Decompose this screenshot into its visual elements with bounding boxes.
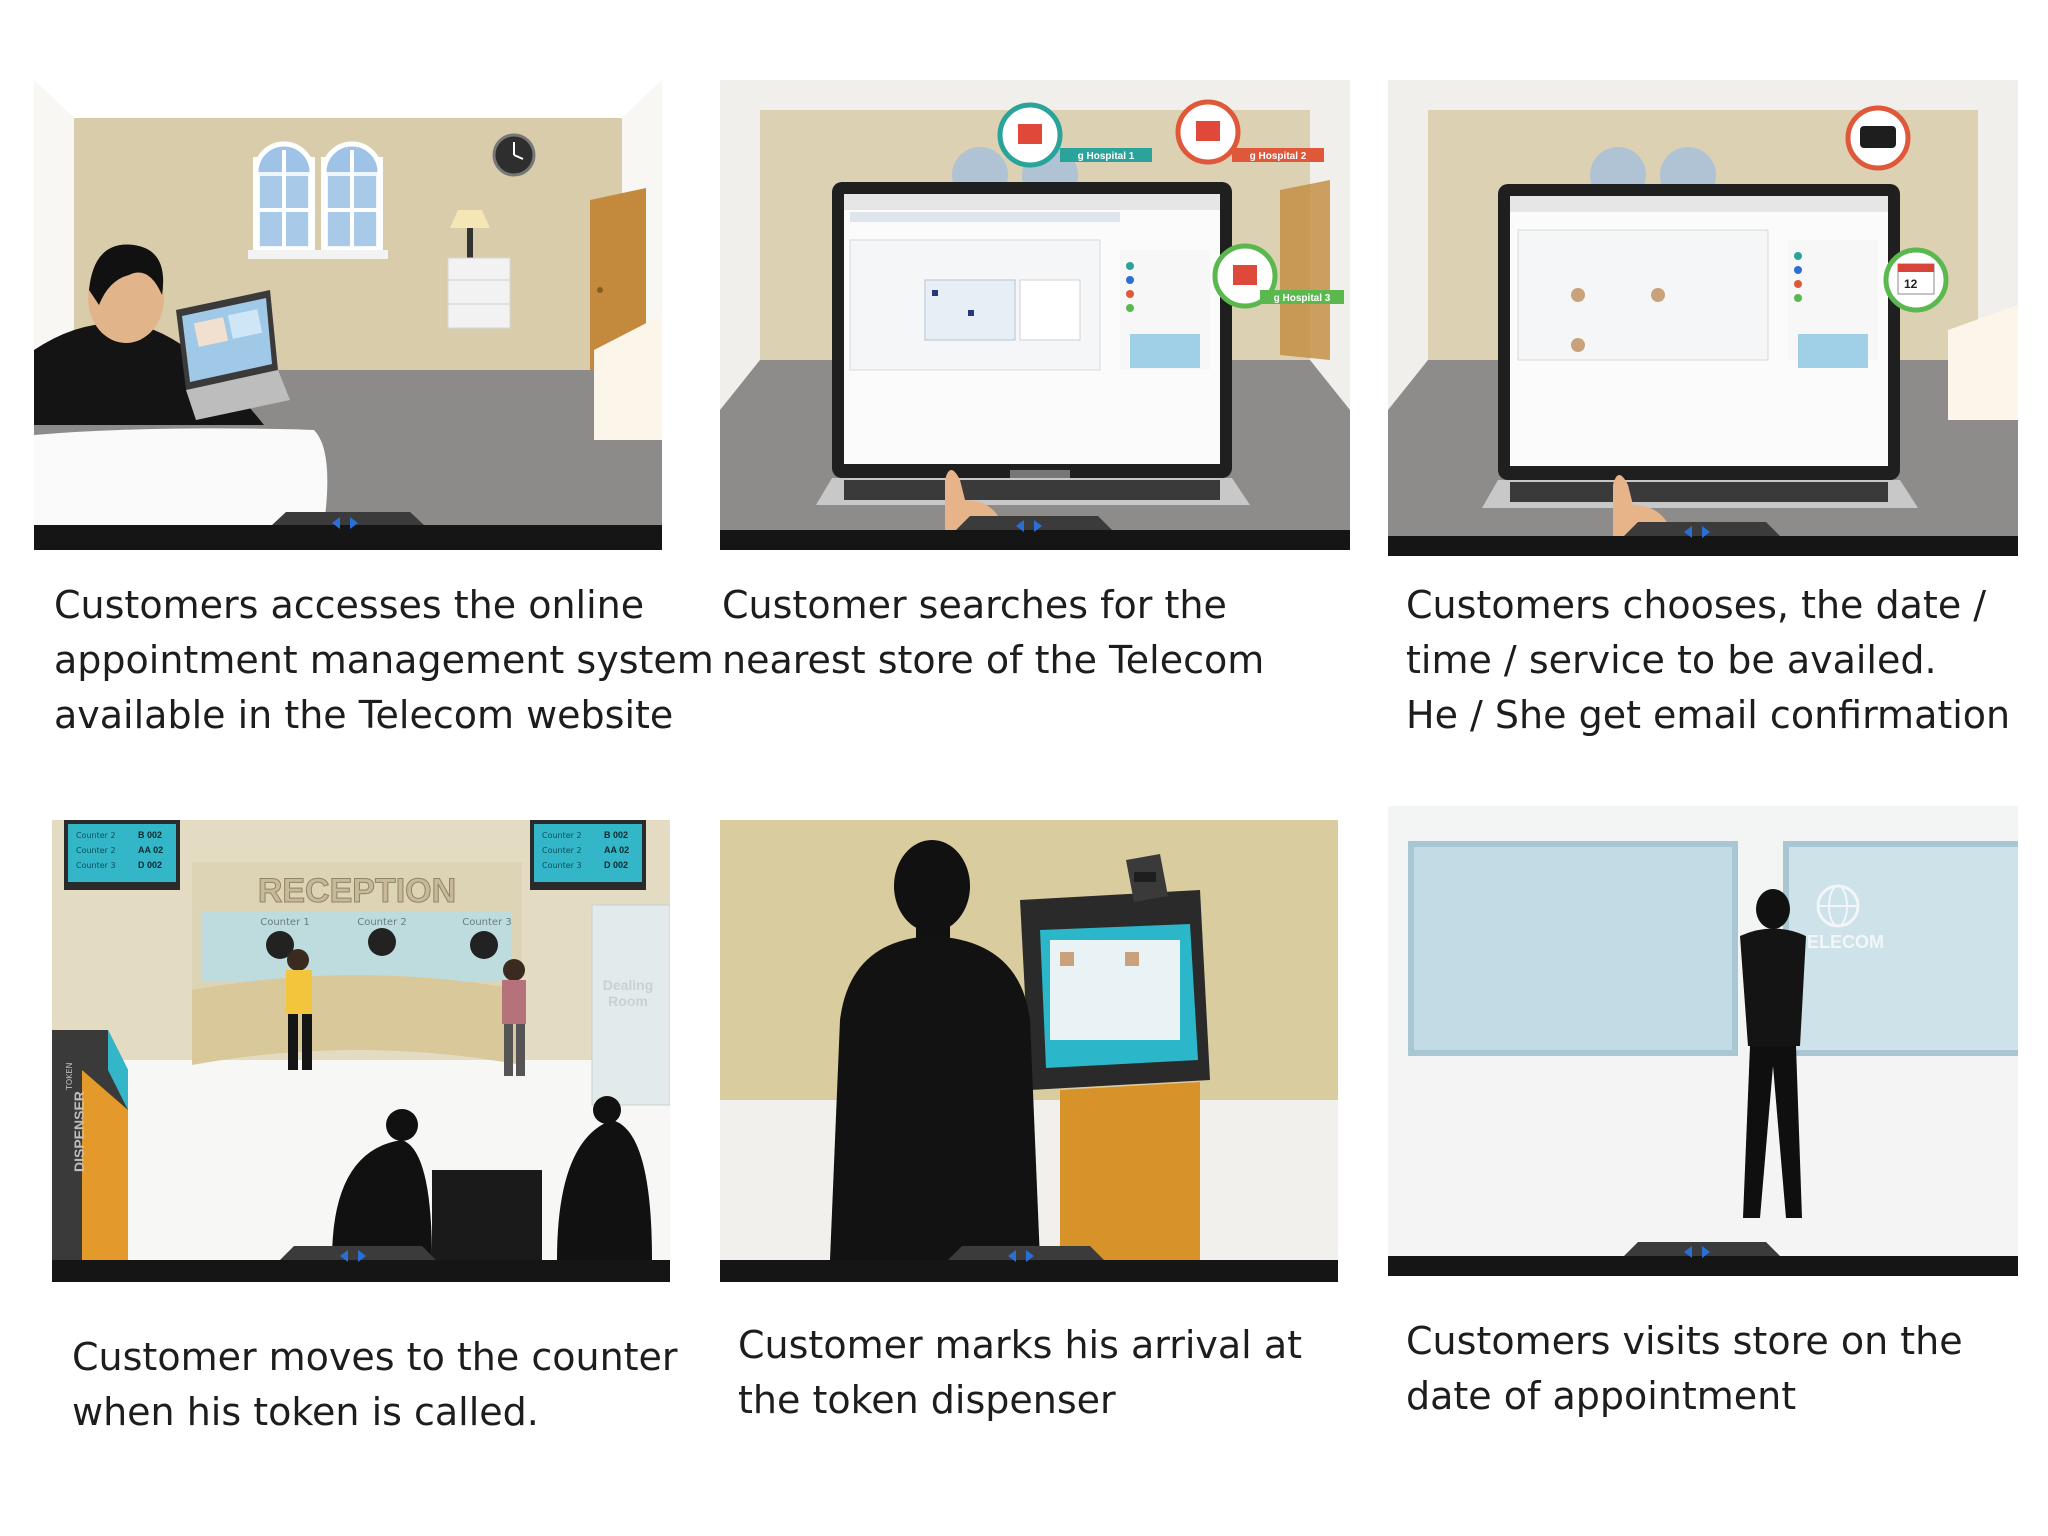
storyboard-panel-1 (34, 80, 662, 550)
storyboard-panel-3: 12 (1388, 80, 2018, 556)
chevron-left-icon[interactable] (1008, 1250, 1016, 1262)
panel-5-illustration (720, 820, 1338, 1282)
clock-icon (492, 133, 536, 177)
svg-text:Counter 3: Counter 3 (76, 861, 116, 870)
reception-sign: RECEPTION (258, 872, 456, 910)
svg-text:Room: Room (608, 993, 648, 1009)
caption-panel-1: Customers accesses the online appointmen… (54, 583, 714, 737)
globe-icon (1816, 884, 1860, 928)
counter-label: Counter 2 (357, 917, 407, 928)
panel-4-illustration: RECEPTION Counter 1 Counter 2 Counter 3 … (52, 820, 670, 1282)
svg-text:B 002: B 002 (138, 830, 162, 840)
customer-silhouette (1740, 889, 1806, 1218)
chevron-right-icon[interactable] (350, 517, 358, 529)
chevron-left-icon[interactable] (1016, 520, 1024, 532)
laptop-icon (816, 182, 1250, 505)
customer-at-counter (286, 949, 312, 1070)
chevron-left-icon[interactable] (1684, 526, 1692, 538)
svg-text:AA 02: AA 02 (604, 845, 629, 855)
caption-panel-2: Customer searches for the nearest store … (722, 583, 1265, 682)
printer-icon (1126, 854, 1168, 902)
chevron-right-icon[interactable] (1034, 520, 1042, 532)
caption-panel-6: Customers visits store on the date of ap… (1406, 1319, 1963, 1418)
svg-text:AA 02: AA 02 (138, 845, 163, 855)
svg-text:Counter 2: Counter 2 (76, 831, 116, 840)
calendar-icon: 12 (1883, 247, 1949, 313)
chevron-right-icon[interactable] (1702, 526, 1710, 538)
svg-text:12: 12 (1904, 277, 1918, 291)
wallet-icon (1845, 105, 1911, 171)
svg-text:g Hospital 2: g Hospital 2 (1250, 151, 1307, 162)
chevron-left-icon[interactable] (340, 1250, 348, 1262)
arched-window (248, 141, 388, 259)
svg-text:Counter 2: Counter 2 (542, 831, 582, 840)
svg-text:D 002: D 002 (604, 860, 628, 870)
svg-text:DISPENSER: DISPENSER (71, 1091, 87, 1172)
token-display-board: Counter 2 B 002 Counter 2 AA 02 Counter … (530, 820, 646, 890)
laptop-icon (176, 290, 290, 420)
telecom-store-sign: TELECOM (1796, 932, 1884, 952)
chevron-left-icon[interactable] (332, 517, 340, 529)
token-dispenser[interactable]: DISPENSER TOKEN (52, 1030, 128, 1260)
panel-2-illustration: g Hospital 1 g Hospital 2 g Hospital 3 (720, 80, 1350, 550)
chevron-left-icon[interactable] (1684, 1246, 1692, 1258)
svg-text:D 002: D 002 (138, 860, 162, 870)
chevron-right-icon[interactable] (1702, 1246, 1710, 1258)
svg-text:TOKEN: TOKEN (65, 1063, 74, 1091)
caption-panel-4: Customer moves to the counter when his t… (72, 1335, 678, 1434)
map-pin-icon[interactable]: g Hospital 1 (997, 102, 1152, 168)
chevron-right-icon[interactable] (358, 1250, 366, 1262)
map-pin-icon[interactable]: g Hospital 3 (1212, 243, 1344, 309)
panel-1-illustration (34, 80, 662, 550)
storyboard-panel-5 (720, 820, 1338, 1282)
chevron-right-icon[interactable] (1026, 1250, 1034, 1262)
map-pin-icon[interactable]: g Hospital 2 (1175, 99, 1324, 165)
customer-silhouette (830, 840, 1040, 1260)
counter-label: Counter 3 (462, 917, 512, 928)
svg-text:Counter 2: Counter 2 (76, 846, 116, 855)
svg-text:g Hospital 3: g Hospital 3 (1274, 293, 1331, 304)
caption-panel-5: Customer marks his arrival at the token … (738, 1323, 1303, 1422)
token-dispenser-kiosk[interactable] (1020, 890, 1210, 1260)
counter-label: Counter 1 (260, 917, 310, 928)
svg-text:Counter 2: Counter 2 (542, 846, 582, 855)
storyboard-panel-6: TELECOM (1388, 806, 2018, 1276)
panel-3-illustration: 12 (1388, 80, 2018, 556)
svg-text:Dealing: Dealing (603, 977, 654, 993)
waiting-customer (502, 959, 526, 1076)
caption-panel-3: Customers chooses, the date / time / ser… (1406, 583, 2011, 737)
storyboard-panel-4: RECEPTION Counter 1 Counter 2 Counter 3 … (52, 820, 670, 1282)
svg-text:B 002: B 002 (604, 830, 628, 840)
token-display-board: Counter 2 B 002 Counter 2 AA 02 Counter … (64, 820, 180, 890)
panel-6-illustration: TELECOM (1388, 806, 2018, 1276)
storyboard-panel-2: g Hospital 1 g Hospital 2 g Hospital 3 (720, 80, 1350, 550)
svg-text:g Hospital 1: g Hospital 1 (1078, 151, 1135, 162)
laptop-icon (1482, 184, 1918, 508)
svg-text:Counter 3: Counter 3 (542, 861, 582, 870)
